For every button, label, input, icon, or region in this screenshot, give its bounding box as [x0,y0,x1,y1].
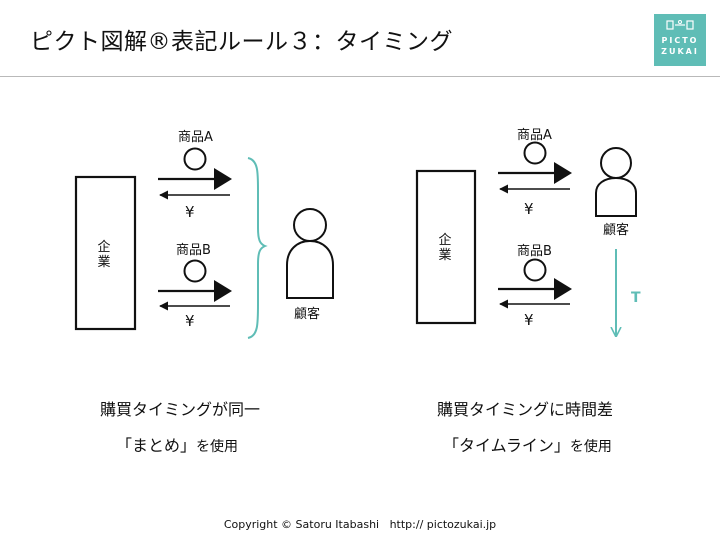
left-company-label: 企業 [96,240,112,270]
left-customer-icon [286,208,334,299]
left-yen-a-label: ¥ [185,203,195,221]
right-company-box [415,169,477,325]
left-product-a-label: 商品A [178,130,213,145]
copyright-footer: Copyright © Satoru Itabashi http:// pict… [223,518,497,531]
right-product-b-label: 商品B [517,244,552,259]
left-caption-line1: 購買タイミングが同一 [100,400,261,419]
right-product-b-arrowhead [554,278,572,300]
left-caption-suffix: を使用 [196,439,239,455]
left-grouping-brace [247,157,268,339]
right-customer-label: 顧客 [603,223,630,238]
left-product-a-arrowhead [214,168,232,190]
left-company-box [74,175,137,331]
logo-glyph-icon [666,20,694,30]
left-customer-label: 顧客 [294,307,321,322]
right-timeline-label: T [631,290,641,306]
left-yen-b-label: ¥ [185,312,195,330]
right-caption-line2: 「タイムライン」を使用 [443,432,612,456]
logo-text-picto: PICTO [661,36,699,45]
right-company-label: 企業 [437,233,453,263]
left-product-b-arrowhead [214,280,232,302]
left-product-b-label: 商品B [176,243,211,258]
right-yen-a-label: ¥ [524,200,534,218]
right-caption-line1: 購買タイミングに時間差 [437,400,614,419]
right-product-a-icon [523,141,547,165]
right-product-a-label: 商品A [517,128,552,143]
pictozukai-logo: PICTO ZUKAI [654,14,706,66]
left-company-text: 企業 [97,240,111,270]
left-product-b-icon [183,259,207,283]
left-product-a-icon [183,147,207,171]
left-caption-line2: 「まとめ」を使用 [116,432,238,456]
right-product-b-icon [523,258,547,282]
right-company-text: 企業 [438,233,452,263]
right-caption-keyword: 「タイムライン」 [443,436,570,455]
right-caption-suffix: を使用 [569,439,612,455]
left-caption-keyword: 「まとめ」 [116,436,197,455]
title-divider [0,76,720,77]
right-customer-icon [595,147,637,217]
page-title: ピクト図解®表記ルール３：タイミング [30,29,453,55]
right-product-a-arrowhead [554,162,572,184]
right-yen-b-label: ¥ [524,311,534,329]
logo-text-zukai: ZUKAI [661,47,699,56]
